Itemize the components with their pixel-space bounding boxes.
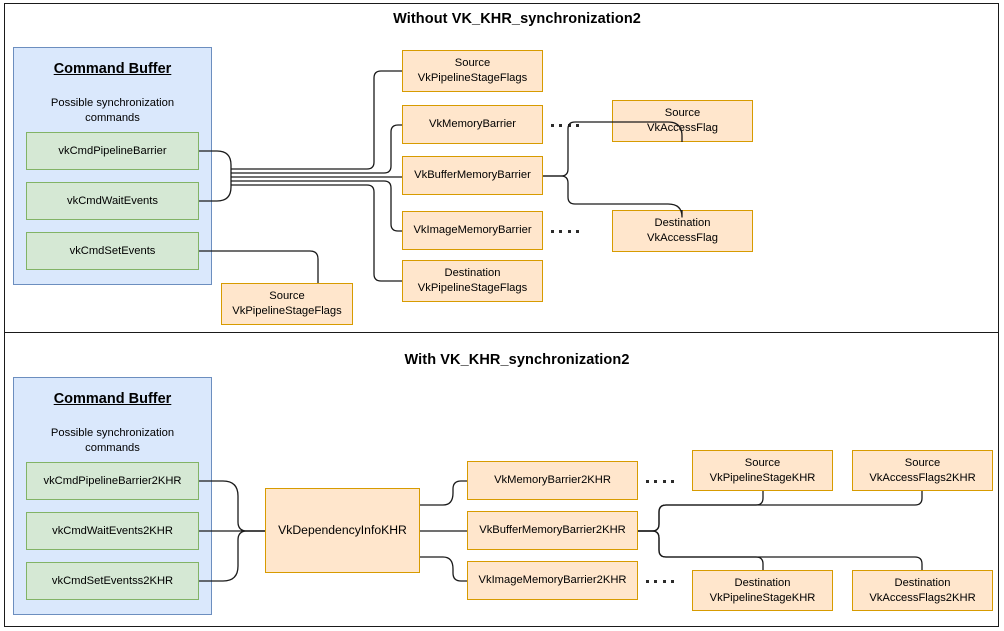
wire-buffer2-to-dest-stage: [638, 530, 764, 570]
node-vkdependencyinfokhr[interactable]: VkDependencyInfoKHR: [265, 488, 420, 573]
wire-buffer2-to-dest-access: [638, 530, 923, 570]
dots-imagebarrier2-to-dststage: [646, 579, 674, 583]
dot: [551, 229, 554, 233]
dot: [654, 479, 658, 483]
wire-buffer2-to-source-stage: [638, 491, 764, 532]
command-buffer-subtitle-2: Possible synchronization commands: [50, 427, 175, 454]
section-title-with: With VK_KHR_synchronization2: [404, 352, 630, 368]
node-source-vkpipelinestageflags-top[interactable]: Source VkPipelineStageFlags: [402, 50, 543, 92]
dot: [662, 479, 666, 483]
command-buffer-title-2: Command Buffer: [53, 391, 172, 407]
dot: [559, 229, 563, 233]
node-source-vkpipelinestageflags-bottom[interactable]: Source VkPipelineStageFlags: [221, 283, 353, 325]
command-buffer-subtitle: Possible synchronization commands: [50, 97, 175, 124]
node-vkbuffermemorybarrier[interactable]: VkBufferMemoryBarrier: [402, 156, 543, 195]
dot: [662, 579, 666, 583]
node-vkimagememorybarrier2khr[interactable]: VkImageMemoryBarrier2KHR: [467, 561, 638, 600]
dot: [567, 123, 571, 127]
node-source-vkaccessflag[interactable]: Source VkAccessFlag: [612, 100, 753, 142]
wire-setevents-to-source-stage: [199, 250, 319, 283]
command-vkcmdpipelinebarrier2khr[interactable]: vkCmdPipelineBarrier2KHR: [26, 462, 199, 500]
wire-bus-to-imagememorybarrier: [231, 180, 402, 232]
wire-bus-to-dest-stage: [231, 184, 402, 282]
command-vkcmdwaitevents[interactable]: vkCmdWaitEvents: [26, 182, 199, 220]
command-vkcmdpipelinebarrier[interactable]: vkCmdPipelineBarrier: [26, 132, 199, 170]
node-destination-vkaccessflags2khr[interactable]: Destination VkAccessFlags2KHR: [852, 570, 993, 611]
node-destination-vkpipelinestageflags[interactable]: Destination VkPipelineStageFlags: [402, 260, 543, 302]
wire-depinfo-to-memorybarrier2: [420, 480, 467, 506]
node-source-vkpipelinestagekhr[interactable]: Source VkPipelineStageKHR: [692, 450, 833, 491]
dot: [670, 479, 674, 483]
node-source-vkaccessflags2khr[interactable]: Source VkAccessFlags2KHR: [852, 450, 993, 491]
node-vkmemorybarrier[interactable]: VkMemoryBarrier: [402, 105, 543, 144]
wire-buffer2-to-source-access: [638, 491, 923, 532]
dot: [575, 123, 579, 127]
dot: [567, 229, 571, 233]
node-destination-vkaccessflag[interactable]: Destination VkAccessFlag: [612, 210, 753, 252]
dot: [559, 123, 563, 127]
wire-depinfo-to-imagememorybarrier2: [420, 556, 467, 582]
node-vkbuffermemorybarrier2khr[interactable]: VkBufferMemoryBarrier2KHR: [467, 511, 638, 550]
node-destination-vkpipelinestagekhr[interactable]: Destination VkPipelineStageKHR: [692, 570, 833, 611]
node-vkmemorybarrier2khr[interactable]: VkMemoryBarrier2KHR: [467, 461, 638, 500]
dots-memorybarrier2-to-srcstage: [646, 479, 674, 483]
section-title-without: Without VK_KHR_synchronization2: [393, 11, 641, 27]
command-buffer-title: Command Buffer: [53, 61, 172, 77]
dot: [575, 229, 579, 233]
dot: [670, 579, 674, 583]
command-vkcmdwaitevents2khr[interactable]: vkCmdWaitEvents2KHR: [26, 512, 199, 550]
dot: [646, 579, 649, 583]
node-vkimagememorybarrier[interactable]: VkImageMemoryBarrier: [402, 211, 543, 250]
command-vkcmdsetevents[interactable]: vkCmdSetEvents: [26, 232, 199, 270]
command-vkcmdseteventss2khr[interactable]: vkCmdSetEventss2KHR: [26, 562, 199, 600]
section-divider: [4, 332, 999, 333]
wire-bus-to-source-stage: [231, 70, 402, 170]
dot: [551, 123, 554, 127]
dot: [654, 579, 658, 583]
dot: [646, 479, 649, 483]
dots-imagebarrier-to-dstaccess: [551, 229, 579, 233]
dots-memorybarrier-to-srcaccess: [551, 123, 579, 127]
wire-bus-to-memorybarrier: [231, 124, 402, 174]
